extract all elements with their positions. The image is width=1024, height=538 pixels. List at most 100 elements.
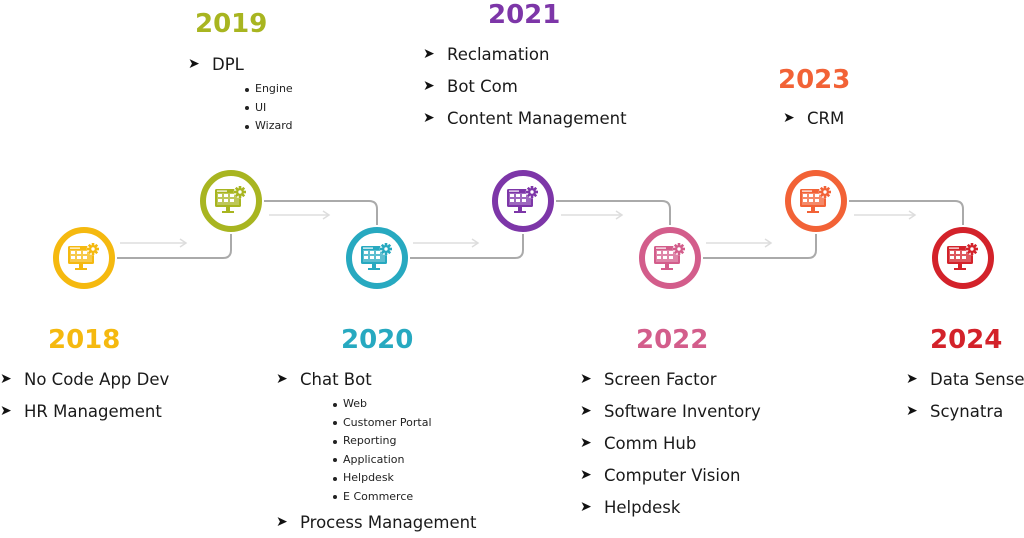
milestone-items-2021: ➤ Reclamation ➤ Bot Com ➤ Content Management (423, 38, 627, 134)
connector-line (264, 200, 378, 225)
connector-arrowhead (764, 238, 773, 248)
item-label: Screen Factor (604, 369, 717, 389)
milestone-node-2022 (639, 227, 701, 289)
milestone-items-2023: ➤ CRM (783, 102, 844, 134)
sub-item: Reporting (333, 432, 477, 451)
item-label: DPL (212, 54, 244, 74)
connector-line (556, 200, 671, 225)
arrow-bullet-icon: ➤ (423, 46, 435, 62)
item-label: No Code App Dev (24, 369, 170, 389)
year-label: 2023 (778, 65, 851, 95)
sub-item: E Commerce (333, 488, 477, 507)
sub-item: Helpdesk (333, 469, 477, 488)
sub-item: Web (333, 395, 477, 414)
milestone-node-2023 (785, 170, 847, 232)
item-label: Chat Bot (300, 369, 372, 389)
sub-item: UI (245, 99, 293, 118)
connector-arrowhead (908, 210, 917, 220)
arrow-bullet-icon: ➤ (276, 371, 288, 387)
milestone-node-2018 (53, 227, 115, 289)
milestone-node-2024 (932, 227, 994, 289)
arrow-bullet-icon: ➤ (906, 371, 918, 387)
monitor-gear-icon (945, 242, 981, 274)
list-item: ➤ Scynatra (906, 395, 1024, 427)
connector-arrowhead (471, 238, 480, 248)
item-label: HR Management (24, 401, 162, 421)
arrow-bullet-icon: ➤ (783, 110, 795, 126)
list-item: ➤ HR Management (0, 395, 169, 427)
item-label: Reclamation (447, 44, 550, 64)
list-item: ➤ Comm Hub (580, 427, 761, 459)
connector-line (117, 234, 232, 259)
arrow-bullet-icon: ➤ (0, 403, 12, 419)
item-label: Scynatra (930, 401, 1004, 421)
sub-item: Engine (245, 80, 293, 99)
year-label: 2021 (488, 0, 561, 30)
list-item: ➤ Process Management (276, 506, 477, 538)
item-label: CRM (807, 108, 845, 128)
item-label: Bot Com (447, 76, 518, 96)
list-item: ➤ CRM (783, 102, 844, 134)
list-item: ➤ Helpdesk (580, 491, 761, 523)
sub-item: Application (333, 451, 477, 470)
milestone-items-2024: ➤ Data Sense ➤ Scynatra (906, 363, 1024, 427)
monitor-gear-icon (66, 242, 102, 274)
list-item: ➤ Bot Com (423, 70, 627, 102)
list-item: ➤ Screen Factor (580, 363, 761, 395)
year-label: 2019 (195, 9, 268, 39)
monitor-gear-icon (798, 185, 834, 217)
milestone-items-2018: ➤ No Code App Dev ➤ HR Management (0, 363, 169, 427)
arrow-bullet-icon: ➤ (906, 403, 918, 419)
year-label: 2022 (636, 325, 709, 355)
milestone-items-2022: ➤ Screen Factor ➤ Software Inventory ➤ Comm H… (580, 363, 761, 523)
arrow-bullet-icon: ➤ (0, 371, 12, 387)
arrow-bullet-icon: ➤ (580, 371, 592, 387)
list-item: ➤ Software Inventory (580, 395, 761, 427)
monitor-gear-icon (505, 185, 541, 217)
connector-arrowhead (615, 210, 624, 220)
sub-item: Wizard (245, 117, 293, 136)
item-label: Software Inventory (604, 401, 761, 421)
arrow-bullet-icon: ➤ (188, 56, 200, 72)
arrow-bullet-icon: ➤ (580, 467, 592, 483)
connector-arrowhead (322, 210, 331, 220)
year-label: 2024 (930, 325, 1003, 355)
list-item: ➤ Content Management (423, 102, 627, 134)
milestone-node-2019 (200, 170, 262, 232)
milestone-node-2021 (492, 170, 554, 232)
connector-arrowhead (179, 238, 188, 248)
list-item: ➤ No Code App Dev (0, 363, 169, 395)
item-label: Computer Vision (604, 465, 741, 485)
list-item: ➤ Reclamation (423, 38, 627, 70)
item-label: Comm Hub (604, 433, 697, 453)
list-item: ➤ Computer Vision (580, 459, 761, 491)
connector-line (410, 234, 524, 259)
item-label: Content Management (447, 108, 627, 128)
arrow-bullet-icon: ➤ (580, 403, 592, 419)
monitor-gear-icon (359, 242, 395, 274)
year-label: 2018 (48, 325, 121, 355)
arrow-bullet-icon: ➤ (580, 435, 592, 451)
monitor-gear-icon (652, 242, 688, 274)
milestone-node-2020 (346, 227, 408, 289)
sub-item: Customer Portal (333, 414, 477, 433)
connector-line (703, 234, 817, 259)
connector-line (849, 200, 964, 225)
arrow-bullet-icon: ➤ (423, 110, 435, 126)
monitor-gear-icon (213, 185, 249, 217)
arrow-bullet-icon: ➤ (580, 499, 592, 515)
year-label: 2020 (341, 325, 414, 355)
list-item: ➤ Data Sense (906, 363, 1024, 395)
item-label: Data Sense (930, 369, 1024, 389)
arrow-bullet-icon: ➤ (423, 78, 435, 94)
item-label: Process Management (300, 512, 477, 532)
item-label: Helpdesk (604, 497, 681, 517)
arrow-bullet-icon: ➤ (276, 514, 288, 530)
